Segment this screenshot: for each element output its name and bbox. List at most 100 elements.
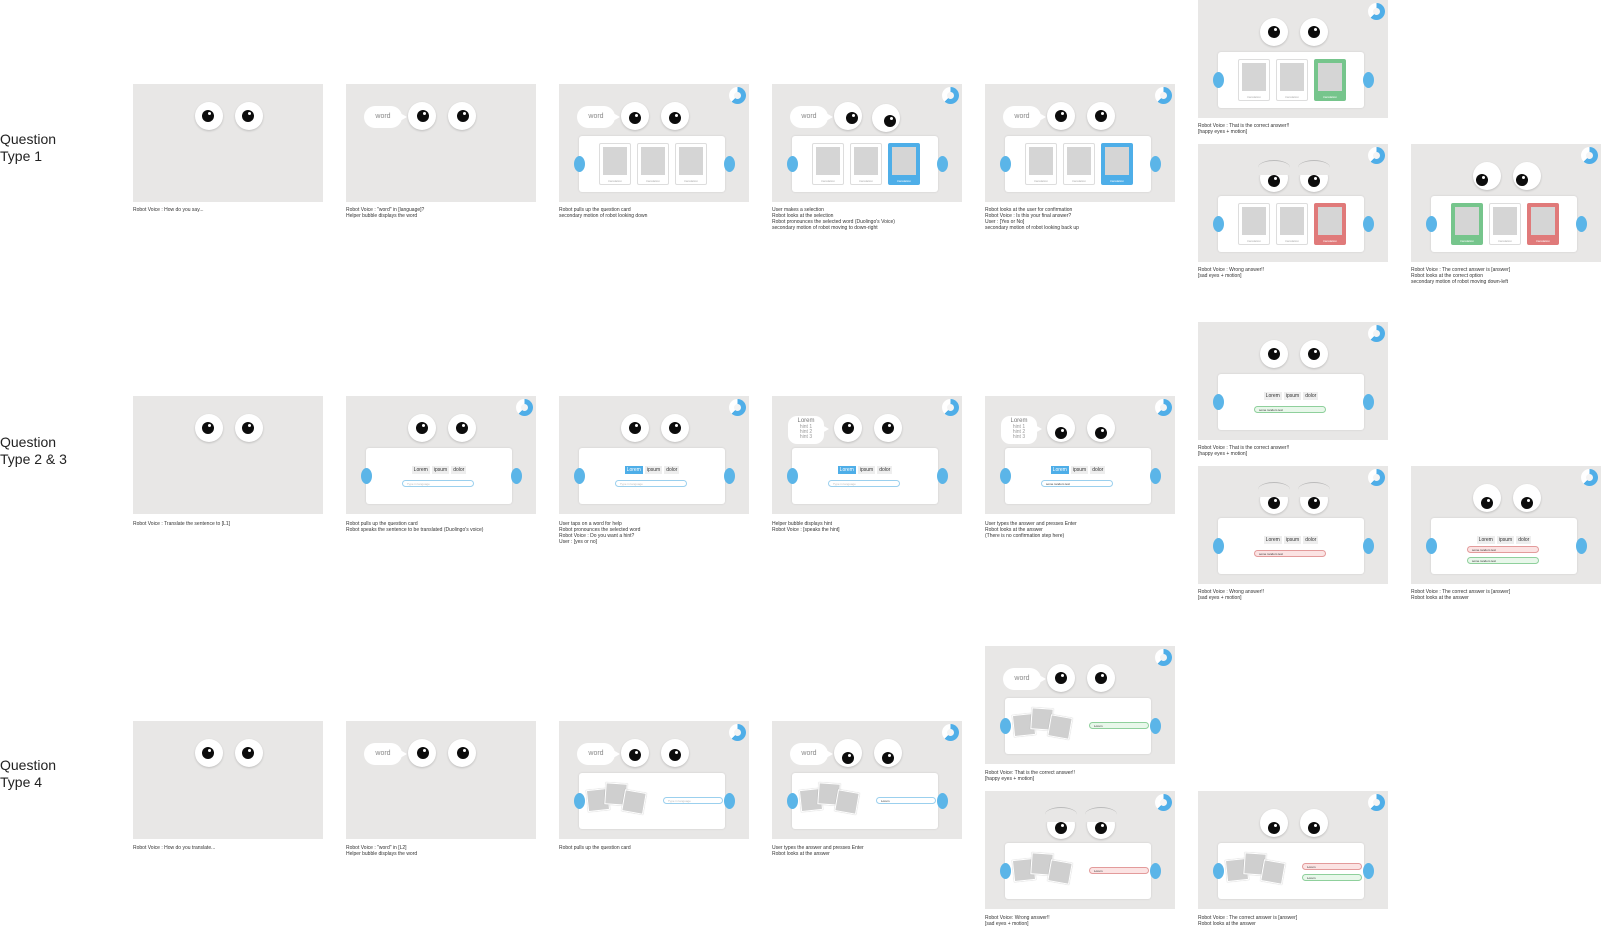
answer-input[interactable]: some random text: [1041, 480, 1113, 487]
word-chip: Lorem: [1263, 392, 1282, 400]
word-chip[interactable]: dolor: [1090, 466, 1106, 474]
option-card[interactable]: translation: [599, 143, 631, 185]
right-eye: [874, 739, 902, 767]
frame-q1-1: [133, 84, 323, 202]
right-hand: [1363, 538, 1374, 554]
caption-q4-3: Robot pulls up the question card: [559, 845, 631, 851]
option-card[interactable]: translation: [812, 143, 844, 185]
left-hand: [361, 468, 372, 484]
timer-icon: [1155, 794, 1172, 811]
left-eye: [408, 414, 436, 442]
word-chip[interactable]: ipsum: [857, 466, 876, 474]
answer-input[interactable]: Type in language: [828, 480, 900, 487]
word-chip[interactable]: dolor: [451, 466, 467, 474]
word-bubble: word: [364, 743, 407, 765]
right-hand: [1363, 216, 1374, 232]
option-card-selected[interactable]: translation: [888, 143, 920, 185]
word-chip-selected[interactable]: Lorem: [837, 466, 856, 474]
photo-icon: [1047, 714, 1073, 740]
left-hand: [1000, 468, 1011, 484]
option-card[interactable]: translation: [675, 143, 707, 185]
caption-q2-wrong: Robot Voice : Wrong answer!! [sad eyes +…: [1198, 589, 1265, 601]
left-eye: [195, 739, 223, 767]
frame-q4-reveal: Lorem Lorem: [1198, 791, 1388, 909]
option-card[interactable]: translation: [850, 143, 882, 185]
answer-correct: Lorem: [1302, 874, 1362, 881]
word-chip[interactable]: ipsum: [431, 466, 450, 474]
word-chip: ipsum: [1283, 536, 1302, 544]
left-hand: [787, 156, 798, 172]
word-chip[interactable]: dolor: [664, 466, 680, 474]
right-eye: [1300, 18, 1328, 46]
option-card: translation: [1276, 59, 1308, 101]
question-card: Lorem Lorem: [1218, 843, 1364, 899]
left-hand: [1426, 216, 1437, 232]
word-bubble: word: [577, 743, 620, 765]
right-hand: [1150, 156, 1161, 172]
answer-input[interactable]: Lorem: [876, 797, 936, 804]
timer-icon: [1368, 3, 1385, 20]
answer-wrong: some random text: [1254, 550, 1326, 557]
word-bubble: word: [364, 106, 407, 128]
right-eye: [661, 102, 689, 130]
photo-icon: [1047, 859, 1073, 885]
hint-line: hint 3: [799, 434, 813, 440]
answer-input[interactable]: Type in language: [663, 797, 723, 804]
right-hand: [1363, 72, 1374, 88]
right-hand: [1363, 863, 1374, 879]
word-chip-selected[interactable]: Lorem: [624, 466, 643, 474]
answer-input[interactable]: Type in language: [402, 480, 474, 487]
timer-icon: [1368, 469, 1385, 486]
frame-q1-correct: translation translation translation: [1198, 0, 1388, 118]
right-hand: [1576, 216, 1587, 232]
answer-wrong: Lorem: [1302, 863, 1362, 870]
left-hand: [1213, 863, 1224, 879]
timer-icon: [1368, 147, 1385, 164]
option-card[interactable]: translation: [1063, 143, 1095, 185]
hint-line: hint 2: [799, 429, 813, 435]
caption-q1-correct: Robot Voice : That is the correct answer…: [1198, 123, 1290, 135]
timer-icon: [942, 724, 959, 741]
left-hand: [1000, 156, 1011, 172]
option-card[interactable]: translation: [1025, 143, 1057, 185]
hint-line: hint 1: [1012, 424, 1026, 430]
question-card: translation translation translation: [1431, 196, 1577, 252]
timer-icon: [1155, 87, 1172, 104]
frame-q1-wrong: translation translation translation: [1198, 144, 1388, 262]
option-card-selected[interactable]: translation: [1101, 143, 1133, 185]
caption-q4-2: Robot Voice : "word" in [L2] Helper bubb…: [346, 845, 418, 857]
right-eye: [874, 414, 902, 442]
word-chip[interactable]: ipsum: [644, 466, 663, 474]
answer-input[interactable]: Type in language: [615, 480, 687, 487]
caption-q4-wrong: Robot Voice: Wrong answer!! [sad eyes + …: [985, 915, 1050, 927]
photo-icon: [1260, 859, 1286, 885]
right-eye: [448, 414, 476, 442]
word-bubble: word: [577, 106, 620, 128]
caption-q2-4: Helper bubble displays hint Robot Voice …: [772, 521, 840, 533]
word-chip[interactable]: dolor: [877, 466, 893, 474]
caption-q1-wrong: Robot Voice : Wrong answer!! [sad eyes +…: [1198, 267, 1265, 279]
word-chip-selected[interactable]: Lorem: [1050, 466, 1069, 474]
right-eye: [1513, 162, 1541, 190]
left-eye: [1473, 484, 1501, 512]
caption-q4-correct: Robot Voice: That is the correct answer!…: [985, 770, 1075, 782]
timer-icon: [1581, 147, 1598, 164]
frame-q1-2: word: [346, 84, 536, 202]
word-bubble: word: [790, 106, 833, 128]
word-chip[interactable]: Lorem: [411, 466, 430, 474]
frame-q1-5: word translation translation translation: [985, 84, 1175, 202]
right-eye: [1300, 809, 1328, 837]
frame-q4-3: word Type in language: [559, 721, 749, 839]
row-label-type-2-3: Question Type 2 & 3: [0, 434, 67, 467]
word-chip[interactable]: ipsum: [1070, 466, 1089, 474]
caption-q4-1: Robot Voice : How do you translate...: [133, 845, 216, 851]
option-card[interactable]: translation: [637, 143, 669, 185]
